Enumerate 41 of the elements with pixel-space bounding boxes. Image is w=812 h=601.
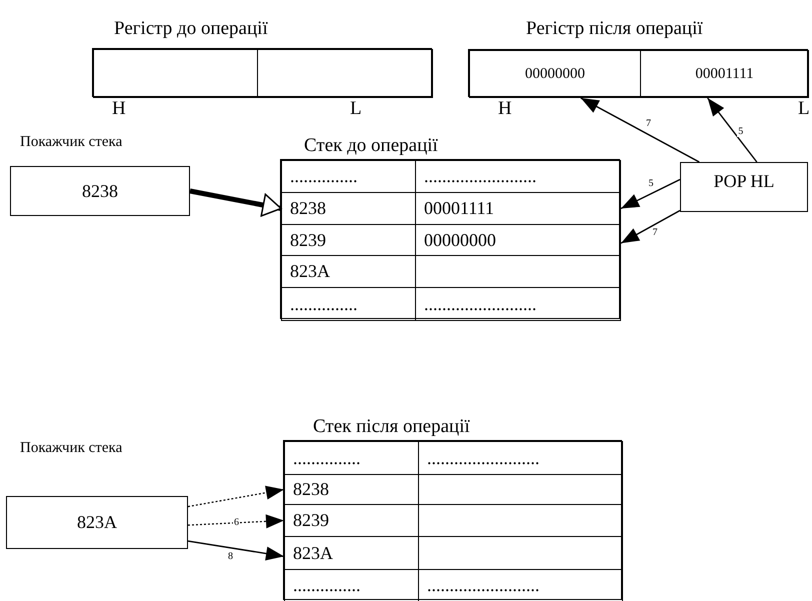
register-title: Регістр після операції: [526, 18, 703, 40]
edge-label: 7: [652, 226, 658, 238]
register-cell: 00001111: [640, 50, 809, 98]
edge-label: 8: [227, 550, 234, 562]
arrow: [580, 97, 700, 163]
table-cell: .........................: [415, 287, 621, 321]
register-box: [92, 48, 432, 97]
table-title: Стек до операції: [304, 135, 438, 157]
register-box: [468, 49, 808, 97]
arrow: [188, 486, 284, 508]
edge-label: 5: [737, 126, 744, 137]
stack-table: [283, 440, 622, 600]
stack-pointer-box: 8238: [10, 166, 190, 216]
arrow: [620, 178, 680, 210]
register-cell: [93, 49, 258, 98]
arrow: [707, 98, 758, 162]
arrow: [620, 210, 680, 244]
node-label: Покажчик стека: [20, 134, 122, 151]
arrow: [188, 540, 284, 560]
table-cell: .........................: [418, 441, 623, 475]
node-label: Покажчик стека: [20, 440, 122, 457]
table-cell: ...............: [284, 441, 419, 475]
register-cell: [257, 49, 433, 98]
stack-table: [280, 159, 620, 319]
table-cell: .........................: [415, 160, 621, 193]
edge-label: 6: [233, 516, 240, 528]
table-cell: ...............: [281, 160, 416, 193]
byte-label: L: [798, 98, 810, 120]
register-cell: 00000000: [469, 50, 641, 98]
register-title: Регістр до операції: [114, 18, 268, 40]
byte-label: L: [350, 98, 362, 120]
edge-label: 7: [645, 118, 652, 129]
byte-label: H: [112, 98, 126, 120]
byte-label: H: [498, 98, 512, 120]
table-title: Стек після операції: [313, 416, 470, 438]
arrow: [190, 188, 282, 217]
stack-pointer-box: 823A: [6, 496, 188, 549]
instruction-box: POP HL: [680, 162, 808, 212]
arrow: [188, 514, 284, 528]
table-cell: ...............: [281, 287, 416, 321]
edge-label: 5: [648, 178, 654, 189]
